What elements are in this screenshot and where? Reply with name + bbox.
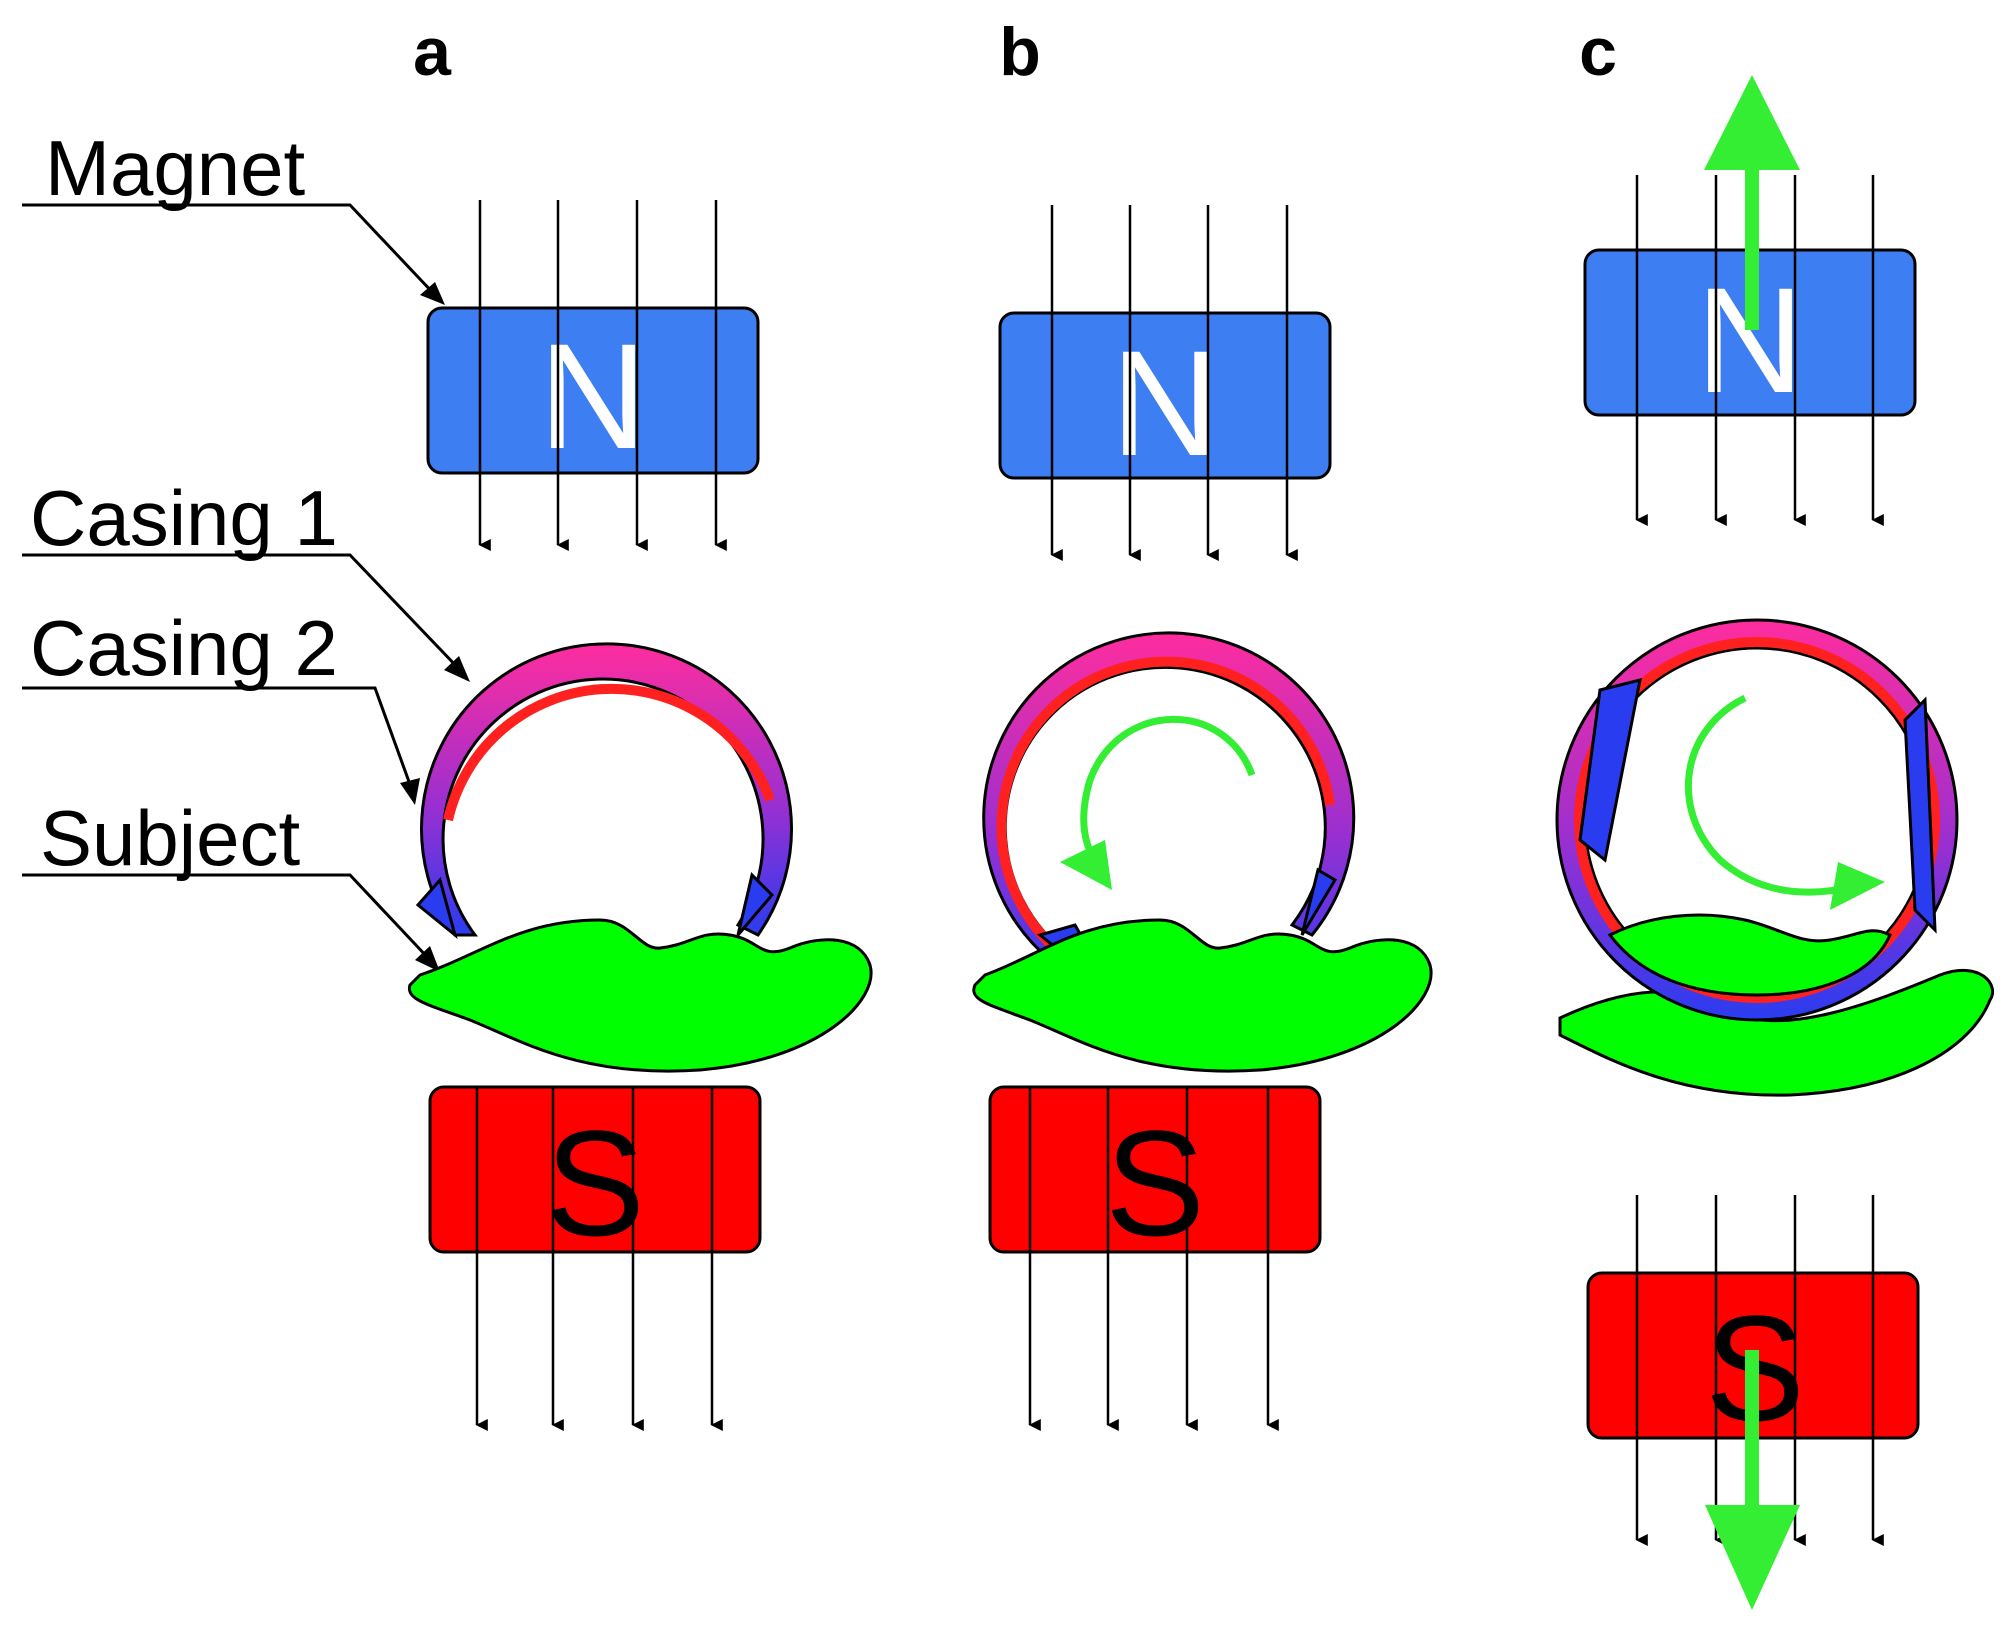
- south-pole-label-b: S: [1105, 1099, 1205, 1267]
- north-magnet-a: N: [426, 306, 760, 480]
- panel-label-b: b: [999, 14, 1041, 90]
- panel-c: N S: [1555, 75, 1994, 1610]
- field-lines-bottom-a: [475, 1087, 723, 1431]
- north-magnet-c: N: [1583, 248, 1917, 424]
- panel-label-c: c: [1579, 14, 1617, 90]
- subject-b: [972, 918, 1433, 1073]
- panel-b: N S: [972, 205, 1433, 1431]
- callout-magnet: Magnet: [45, 124, 305, 212]
- casing-c: [1555, 618, 1959, 1022]
- casing-a: [415, 642, 793, 940]
- rotation-arrow-c: [1684, 694, 1885, 910]
- south-magnet-b: S: [988, 1085, 1322, 1267]
- north-pole-label-b: N: [1111, 319, 1219, 487]
- leader-casing-1: [22, 553, 470, 682]
- callout-subject: Subject: [40, 794, 300, 882]
- panel-a: N S: [407, 200, 873, 1431]
- south-pole-label-a: S: [545, 1099, 645, 1267]
- leader-casing-2: [22, 686, 420, 805]
- callout-casing-2: Casing 2: [30, 604, 338, 692]
- field-lines-bottom-c: [1635, 1195, 1884, 1546]
- callout-casing-1: Casing 1: [30, 474, 338, 562]
- field-lines-bottom-b: [1028, 1087, 1279, 1431]
- subject-a: [407, 918, 873, 1073]
- south-magnet-a: S: [428, 1085, 762, 1267]
- force-arrow-up: [1704, 75, 1800, 330]
- leader-magnet: [22, 203, 445, 305]
- panel-label-a: a: [413, 14, 452, 90]
- north-pole-label-a: N: [539, 312, 647, 480]
- rotation-arrow-b: [1060, 715, 1256, 890]
- force-arrow-down: [1705, 1350, 1800, 1610]
- north-magnet-b: N: [998, 311, 1332, 487]
- leader-subject: [22, 873, 440, 972]
